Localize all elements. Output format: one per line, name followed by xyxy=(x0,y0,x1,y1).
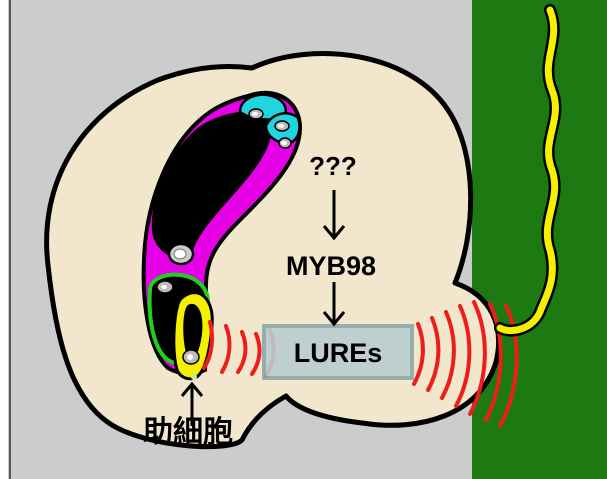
myb98-label: MYB98 xyxy=(286,251,376,281)
filiform-apparatus xyxy=(191,374,197,380)
egg-cell-nucleus xyxy=(157,281,173,293)
synergid-label: 助細胞 xyxy=(143,415,233,450)
central-cell-nucleus xyxy=(169,244,193,264)
unknown-factor-label: ??? xyxy=(309,151,357,181)
synergid-nucleus xyxy=(183,350,199,364)
lures-label: LUREs xyxy=(294,338,383,368)
